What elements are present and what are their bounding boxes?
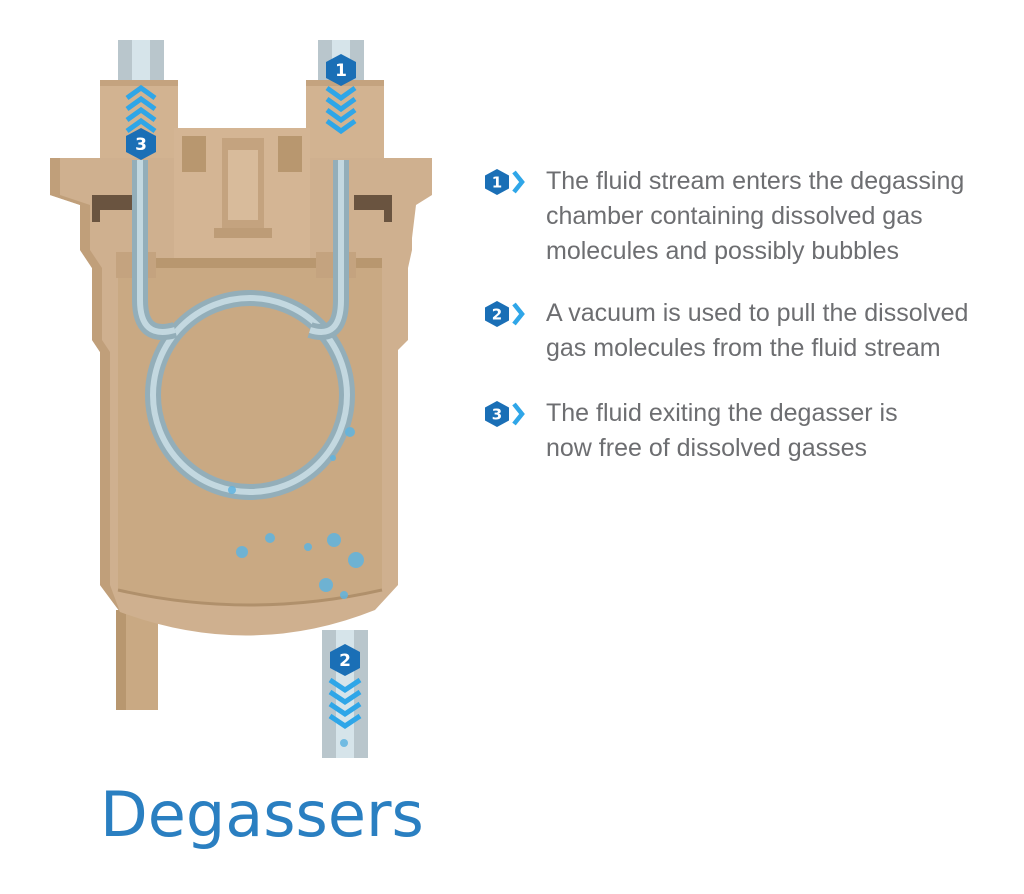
step-2-text: A vacuum is used to pull the dissolved g… <box>546 299 969 362</box>
step-2-marker-icon: 2 <box>485 301 525 327</box>
svg-text:1: 1 <box>335 61 347 81</box>
vacuum-flow-arrows <box>328 677 362 730</box>
inner-chamber <box>118 258 382 605</box>
vacuum-port-badge: 2 <box>330 644 360 676</box>
inlet-flow-arrows <box>325 85 357 135</box>
gas-bubbles <box>228 427 364 747</box>
svg-text:2: 2 <box>339 651 351 671</box>
step-1-marker-icon: 1 <box>485 169 525 195</box>
step-1-text: The fluid stream enters the degassing ch… <box>546 167 965 265</box>
svg-text:3: 3 <box>135 135 147 155</box>
svg-text:3: 3 <box>492 406 502 424</box>
svg-text:2: 2 <box>492 306 502 324</box>
step-3-text: The fluid exiting the degasser is now fr… <box>546 399 898 462</box>
page-title: Degassers <box>100 778 424 851</box>
outlet-flow-arrows <box>125 84 157 134</box>
step-3-marker-icon: 3 <box>485 401 525 427</box>
outlet-port-badge: 3 <box>126 128 156 160</box>
svg-text:1: 1 <box>492 174 502 192</box>
inlet-port-badge: 1 <box>326 54 356 86</box>
